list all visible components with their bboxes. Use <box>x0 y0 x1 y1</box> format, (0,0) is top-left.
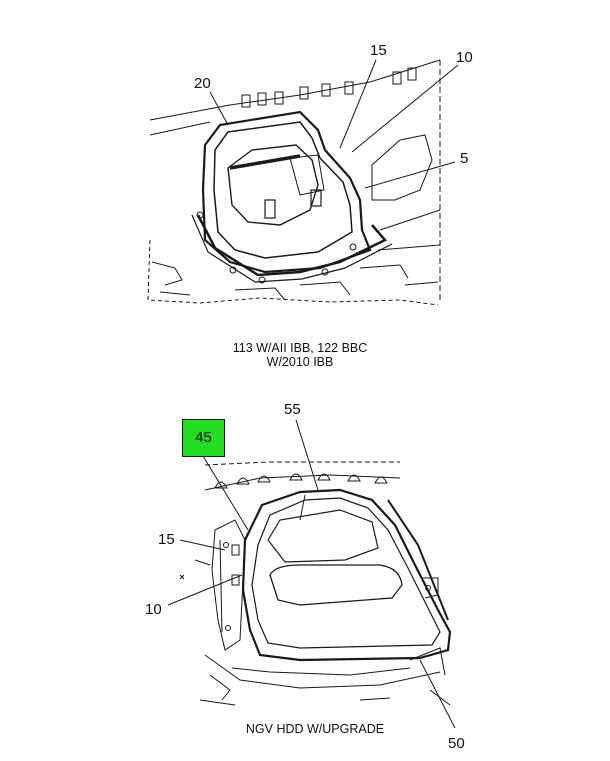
callout-55: 55 <box>284 401 301 418</box>
callout-10: 10 <box>456 49 473 66</box>
top-view-callouts: 20 15 10 5 <box>194 42 473 167</box>
callout-15-lower: 15 <box>158 531 175 548</box>
callout-50: 50 <box>448 735 465 752</box>
callout-5: 5 <box>460 150 468 167</box>
bottom-view-illustration <box>167 419 456 729</box>
callout-20: 20 <box>194 75 211 92</box>
top-view-caption-line1: 113 W/AII IBB, 122 BBC <box>232 341 368 355</box>
callout-10-lower: 10 <box>145 601 162 618</box>
top-view-caption: 113 W/AII IBB, 122 BBC W/2010 IBB <box>180 341 420 369</box>
bottom-view-callouts: 55 15 10 50 <box>145 401 465 752</box>
bottom-view-caption: NGV HDD W/UPGRADE <box>245 722 385 736</box>
highlighted-callout-box[interactable] <box>182 419 225 457</box>
callout-45[interactable]: 45 <box>195 429 212 446</box>
callout-15: 15 <box>370 42 387 59</box>
top-view-illustration <box>147 59 459 306</box>
top-view-caption-line2: W/2010 IBB <box>266 355 334 369</box>
